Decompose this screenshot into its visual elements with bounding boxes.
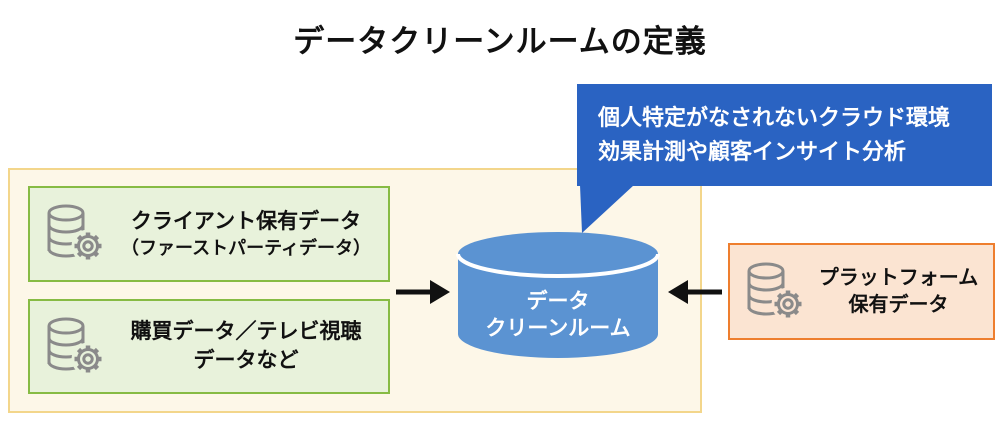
platform-line2: 保有データ bbox=[848, 293, 949, 316]
cleanroom-label-line1: データ bbox=[527, 289, 590, 313]
database-gear-icon bbox=[42, 317, 106, 377]
platform-line1: プラットフォーム bbox=[818, 266, 979, 289]
cylinder-divider-line bbox=[456, 253, 660, 278]
platform-data-box: プラットフォーム 保有データ bbox=[728, 243, 995, 340]
callout-line1: 個人特定がなされないクラウド環境 bbox=[598, 105, 951, 130]
client-data-line1: クライアント保有データ bbox=[130, 209, 362, 233]
cylinder-lid bbox=[458, 232, 658, 276]
database-gear-icon bbox=[42, 204, 106, 264]
purchase-tv-data-box: 購買データ／テレビ視聴 データなど bbox=[28, 299, 390, 394]
purchase-tv-data-label: 購買データ／テレビ視聴 データなど bbox=[112, 318, 380, 375]
cleanroom-description-callout: 個人特定がなされないクラウド環境 効果計測や顧客インサイト分析 bbox=[577, 84, 992, 186]
client-data-box: クライアント保有データ （ファーストパーティデータ） bbox=[28, 186, 390, 282]
purchase-tv-line1: 購買データ／テレビ視聴 bbox=[130, 320, 362, 344]
platform-data-label: プラットフォーム 保有データ bbox=[812, 265, 985, 319]
page-title: データクリーンルームの定義 bbox=[293, 24, 707, 59]
data-cleanroom-cylinder: データ クリーンルーム bbox=[456, 232, 660, 358]
client-data-label: クライアント保有データ （ファーストパーティデータ） bbox=[112, 208, 380, 261]
client-data-line2: （ファーストパーティデータ） bbox=[120, 238, 372, 259]
cylinder-body bbox=[458, 254, 658, 358]
arrow-left-icon bbox=[668, 280, 722, 304]
purchase-tv-line2: データなど bbox=[193, 348, 299, 372]
speech-bubble-tail-icon bbox=[580, 185, 634, 233]
database-gear-icon bbox=[742, 262, 806, 322]
arrow-right-icon bbox=[396, 280, 450, 304]
cleanroom-label-line2: クリーンルーム bbox=[485, 317, 630, 340]
callout-line2: 効果計測や顧客インサイト分析 bbox=[598, 139, 907, 164]
